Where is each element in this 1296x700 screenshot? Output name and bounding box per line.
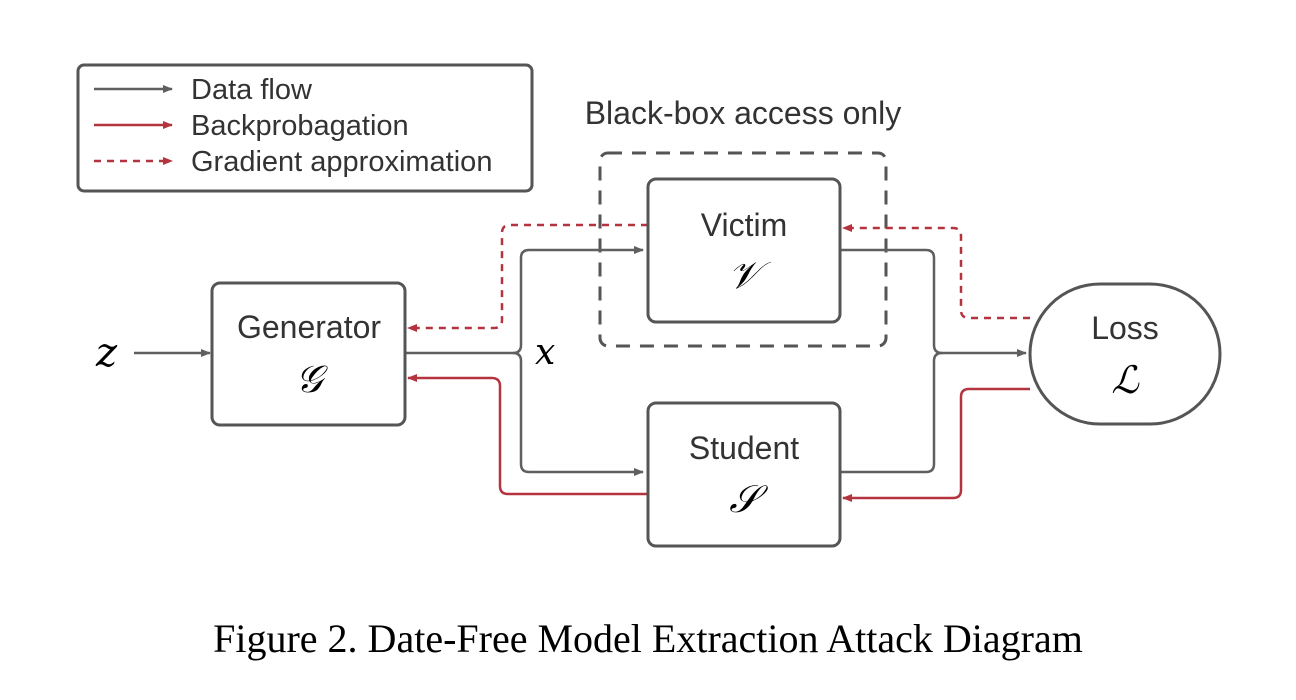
legend-box: [76, 63, 534, 193]
backprop-edges: [407, 374, 1030, 502]
legend-data-flow-label: Data flow: [191, 74, 313, 106]
loss-box: [1028, 282, 1222, 426]
legend-gradient-label: Gradient approximation: [191, 146, 492, 178]
generator-node: Generator 𝒢: [210, 281, 407, 427]
loss-symbol: ℒ: [1111, 358, 1140, 402]
gradient-approx-edges: [407, 223, 1030, 332]
student-to-loss-line: [840, 351, 943, 474]
x-to-student-arrow: [512, 351, 644, 476]
blackbox-label: Black-box access only: [585, 95, 902, 131]
figure-caption: Figure 2. Date-Free Model Extraction Att…: [213, 616, 1083, 661]
victim-label: Victim: [701, 207, 788, 243]
generator-output-line: [405, 344, 523, 355]
x-to-victim-arrow: [519, 246, 644, 345]
generator-label: Generator: [237, 309, 381, 345]
victim-to-loss-line: [840, 248, 943, 355]
victim-node: Victim 𝒱: [646, 177, 842, 324]
victim-to-generator-gradient-arrow: [407, 223, 648, 332]
student-box: [646, 401, 842, 548]
student-label: Student: [689, 430, 799, 466]
student-to-generator-backprop-arrow: [407, 374, 648, 496]
loss-label: Loss: [1091, 310, 1159, 346]
legend-backprop-label: Backprobagation: [191, 110, 409, 142]
z-input-label: z: [95, 330, 118, 376]
data-flow-edges: [134, 246, 1027, 476]
loss-node: Loss ℒ: [1028, 282, 1222, 426]
loss-to-student-backprop-arrow: [842, 387, 1030, 502]
loss-to-victim-gradient-arrow: [842, 224, 1030, 320]
legend: Data flow Backprobagation Gradient appro…: [76, 63, 534, 193]
student-node: Student 𝒮: [646, 401, 842, 548]
generator-box: [210, 281, 407, 427]
x-sample-label: x: [535, 332, 555, 373]
victim-box: [646, 177, 842, 324]
